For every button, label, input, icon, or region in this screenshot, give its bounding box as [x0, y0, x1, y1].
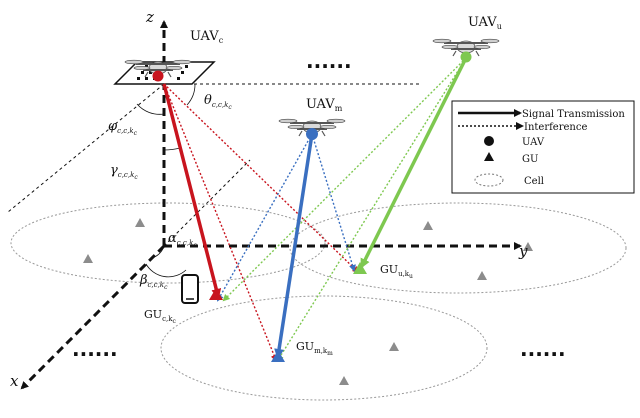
legend-uav-dot [484, 136, 494, 146]
x-axis-backward [163, 159, 251, 247]
arc-alpha [151, 245, 165, 259]
phi-label: φc,c,kc [108, 119, 138, 137]
ellipsis-left: ...... [72, 337, 118, 361]
legend-cell-label: Cell [524, 176, 544, 187]
legend-signal-label: Signal Transmission [522, 109, 625, 120]
uav-u-label: UAVu [468, 15, 502, 31]
legend-uav-label: UAV [522, 137, 545, 148]
gu-m-label: GUm,km [296, 340, 333, 357]
uav-u-dot [460, 51, 472, 63]
uav-m-dot [306, 128, 318, 140]
gu-triangles [83, 218, 533, 385]
phone-icon [181, 274, 199, 304]
x-axis [20, 244, 166, 390]
alpha-label: αc,c,kc [168, 231, 197, 249]
uav-m-label: UAVm [306, 97, 343, 113]
legend-interference-label: Interference [524, 122, 587, 133]
signal-line-m [274, 133, 314, 359]
arc-beta [145, 263, 187, 278]
interference-lines [163, 57, 467, 362]
signal-line-u [360, 57, 468, 269]
gu-c-label: GUc,kc [144, 308, 176, 325]
arc-phi [136, 103, 165, 115]
gu-u-triangle [353, 262, 367, 274]
gu-m-triangle [271, 350, 285, 362]
legend: Signal Transmission Interference UAV GU … [451, 100, 635, 194]
y-axis-label: y [518, 242, 528, 260]
gamma-label: γc,c,kc [110, 163, 138, 181]
arc-theta [186, 83, 196, 106]
cell-right [289, 202, 627, 294]
theta-label: θc,c,kc [204, 93, 232, 111]
cell-left [10, 202, 326, 284]
gu-c-triangle [209, 288, 223, 300]
uav-c-dot [152, 70, 164, 82]
gu-u-label: GUu,ku [380, 263, 413, 280]
legend-gu-label: GU [522, 154, 538, 165]
z-axis-label: z [145, 8, 154, 26]
ellipsis-right: ...... [520, 337, 566, 361]
diag-dashed-line [7, 83, 165, 213]
signal-line-c [162, 83, 222, 299]
uav-c-label: UAVc [190, 29, 224, 45]
beta-label: βc,c,kc [139, 273, 168, 291]
cell-bottom [160, 295, 488, 401]
arc-gamma [163, 147, 181, 151]
legend-cell-ellipse [474, 173, 504, 187]
x-axis-label: x [10, 372, 19, 390]
ellipsis-top: ...... [306, 49, 352, 73]
legend-gu-triangle [484, 152, 494, 161]
